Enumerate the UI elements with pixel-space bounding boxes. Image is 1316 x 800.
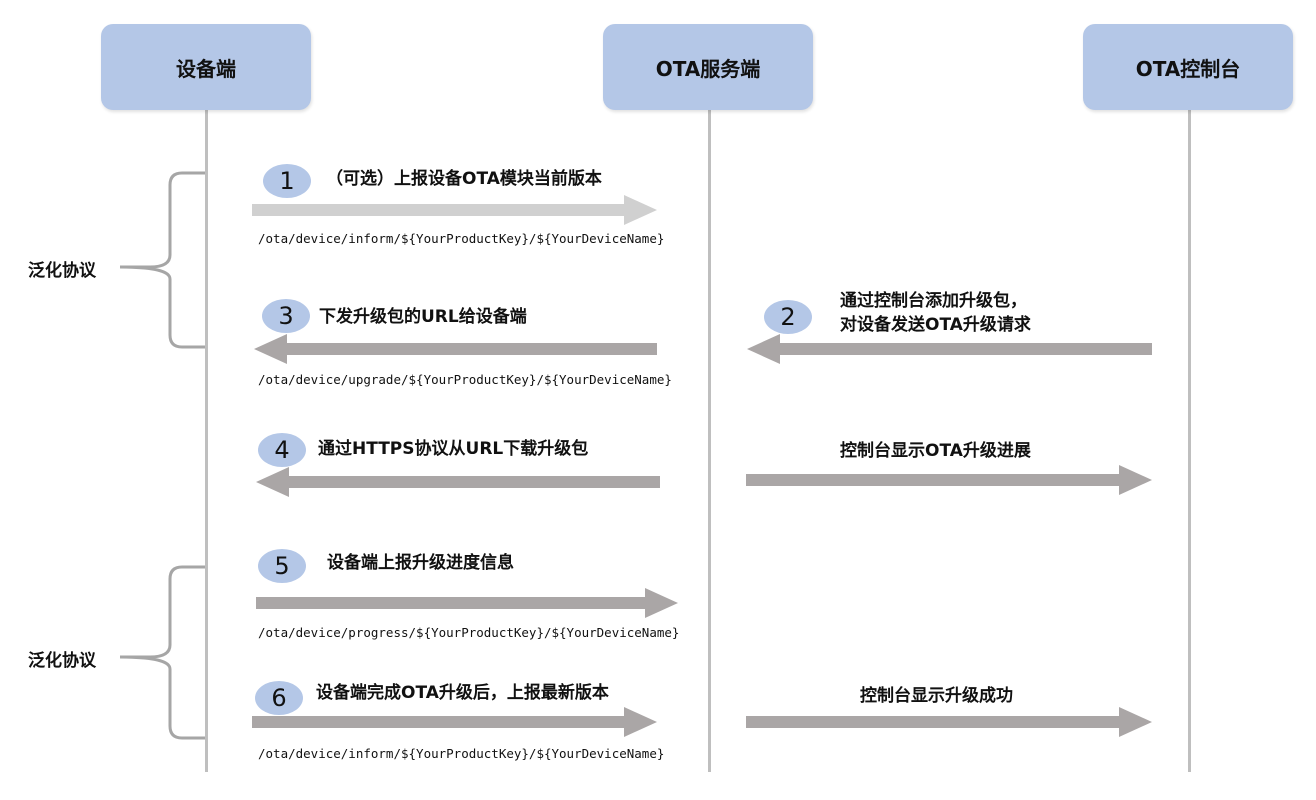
step-2-label-line1: 通过控制台添加升级包，: [840, 291, 1027, 311]
step-5-badge: 5: [258, 549, 306, 583]
step-1-badge: 1: [263, 164, 311, 198]
console-lifeline: [1188, 110, 1191, 772]
step-2-badge: 2: [764, 300, 812, 334]
actor-ota-console: OTA控制台: [1083, 24, 1293, 110]
step-3-topic: /ota/device/upgrade/${YourProductKey}/${…: [258, 372, 672, 387]
group-label-1: 泛化协议: [28, 261, 96, 281]
arrow-step-5: [256, 588, 678, 618]
actor-ota-server: OTA服务端: [603, 24, 813, 110]
brace-group-2: [119, 565, 205, 740]
server-lifeline: [708, 110, 711, 772]
actor-console-label: OTA控制台: [1135, 56, 1241, 81]
arrow-console-success: [746, 707, 1152, 737]
step-1-label: （可选）上报设备OTA模块当前版本: [326, 169, 602, 189]
step-6-badge: 6: [255, 681, 303, 715]
step-5-label: 设备端上报升级进度信息: [327, 553, 514, 573]
step-4-label: 通过HTTPS协议从URL下载升级包: [318, 439, 589, 459]
console-progress-label: 控制台显示OTA升级进展: [840, 441, 1031, 461]
device-lifeline: [205, 110, 208, 772]
step-2-label-line2: 对设备发送OTA升级请求: [840, 315, 1031, 335]
arrow-console-progress: [746, 465, 1152, 495]
step-1-topic: /ota/device/inform/${YourProductKey}/${Y…: [258, 231, 665, 246]
step-3-label: 下发升级包的URL给设备端: [319, 307, 527, 327]
step-6-label: 设备端完成OTA升级后，上报最新版本: [316, 683, 609, 703]
actor-device: 设备端: [101, 24, 311, 110]
actor-device-label: 设备端: [176, 56, 236, 81]
arrow-step-1: [252, 195, 657, 225]
group-label-2: 泛化协议: [28, 651, 96, 671]
step-5-topic: /ota/device/progress/${YourProductKey}/$…: [258, 625, 680, 640]
step-3-badge: 3: [262, 299, 310, 333]
arrow-step-6: [252, 707, 657, 737]
step-6-topic: /ota/device/inform/${YourProductKey}/${Y…: [258, 746, 665, 761]
arrow-step-2: [747, 334, 1152, 364]
actor-server-label: OTA服务端: [655, 56, 761, 81]
brace-group-1: [119, 171, 205, 349]
console-success-label: 控制台显示升级成功: [860, 686, 1013, 706]
arrow-step-4: [256, 467, 660, 497]
step-4-badge: 4: [258, 433, 306, 467]
arrow-step-3: [254, 334, 657, 364]
